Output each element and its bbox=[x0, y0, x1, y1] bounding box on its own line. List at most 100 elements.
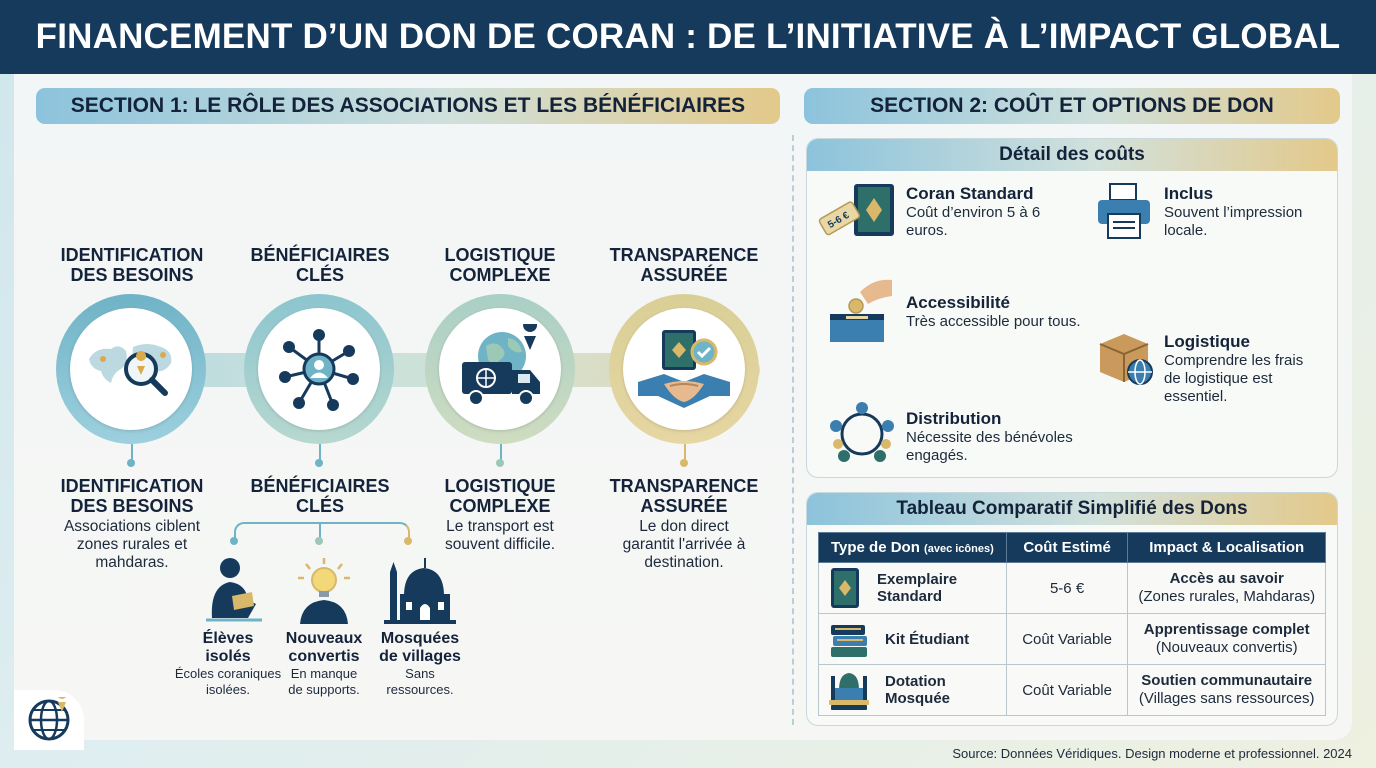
step4-bottom-title-line1: TRANSPARENCE bbox=[609, 476, 759, 496]
beneficiary1-desc: Écoles coraniques isolées. bbox=[168, 666, 288, 698]
beneficiary1-desc-line2: isolées. bbox=[205, 682, 251, 697]
section1-header-text: SECTION 1: LE RÔLE DES ASSOCIATIONS ET L… bbox=[70, 94, 746, 117]
beneficiary1-desc-line1: Écoles coraniques bbox=[174, 666, 282, 681]
table-row: Kit Étudiant Coût Variable Apprentissage… bbox=[818, 613, 1326, 665]
beneficiary3-title-line1: Mosquées bbox=[380, 630, 460, 647]
beneficiary2-title-line1: Nouveaux bbox=[285, 630, 363, 647]
step3-top-title: LOGISTIQUE COMPLEXE bbox=[400, 245, 600, 285]
step2-bottom-title: BÉNÉFICIAIRES CLÉS bbox=[220, 476, 420, 516]
village-mosque-icon bbox=[382, 556, 458, 626]
network-people-icon bbox=[258, 308, 380, 430]
row3-type-line2: Mosquée bbox=[885, 690, 951, 707]
step1-desc: Associations ciblent zones rurales et ma… bbox=[32, 518, 232, 572]
cost-item-distribution: Distribution Nécessite des bénévoles eng… bbox=[906, 409, 1106, 465]
cost-item-coran-standard: Coran Standard Coût d’environ 5 à 6 euro… bbox=[906, 184, 1086, 240]
branch-dot-center bbox=[315, 537, 323, 545]
row1-impact-title: Accès au savoir bbox=[1169, 570, 1284, 587]
section2-header: SECTION 2: COÛT ET OPTIONS DE DON bbox=[804, 88, 1340, 124]
step2-ring bbox=[244, 294, 394, 444]
row2-impact-note: (Nouveaux convertis) bbox=[1155, 639, 1298, 656]
step4-desc-line3: destination. bbox=[644, 554, 724, 571]
cost-item-inclus-title: Inclus bbox=[1164, 184, 1214, 203]
cost-item-accessibilite-desc: Très accessible pour tous. bbox=[906, 313, 1081, 330]
beneficiary2-desc-line2: de supports. bbox=[288, 682, 360, 697]
beneficiaries-branch bbox=[234, 522, 410, 540]
column-header-type-note: (avec icônes) bbox=[924, 543, 994, 555]
row2-type-cell: Kit Étudiant bbox=[818, 613, 1007, 665]
row3-impact-title: Soutien communautaire bbox=[1141, 672, 1313, 689]
step2-dot bbox=[315, 459, 323, 467]
step1-desc-line3: mahdaras. bbox=[95, 554, 169, 571]
mosque-books-icon bbox=[829, 673, 869, 710]
cost-item-coran-title: Coran Standard bbox=[906, 184, 1034, 203]
table-row: Exemplaire Standard 5-6 € Accès au savoi… bbox=[818, 562, 1326, 614]
step1-top-title-line1: IDENTIFICATION bbox=[60, 245, 204, 265]
cost-item-distribution-title: Distribution bbox=[906, 409, 1002, 428]
step3-dot bbox=[496, 459, 504, 467]
stacked-books-icon bbox=[831, 625, 867, 657]
row3-type-line1: Dotation bbox=[885, 673, 946, 690]
section2-header-text: SECTION 2: COÛT ET OPTIONS DE DON bbox=[870, 94, 1274, 117]
step4-ring bbox=[609, 294, 759, 444]
cost-item-inclus: Inclus Souvent l’impression locale. bbox=[1164, 184, 1334, 240]
page-title-text: FINANCEMENT D’UN DON DE CORAN : DE L’INI… bbox=[35, 17, 1341, 56]
row2-type-line1: Kit Étudiant bbox=[885, 630, 970, 648]
row3-cost-cell: Coût Variable bbox=[1005, 664, 1129, 716]
step1-top-title: IDENTIFICATION DES BESOINS bbox=[32, 245, 232, 285]
row1-type-cell: Exemplaire Standard bbox=[818, 562, 1007, 614]
beneficiary3-title: Mosquées de villages bbox=[370, 630, 470, 666]
beneficiary3-desc-line2: ressources. bbox=[386, 682, 454, 697]
step2-top-title-line1: BÉNÉFICIAIRES bbox=[250, 245, 390, 265]
cost-item-logistique-desc-line2: de logistique est bbox=[1164, 370, 1273, 387]
quran-price-tag-icon: 5-6 € bbox=[816, 182, 896, 242]
step3-bottom-title-line1: LOGISTIQUE bbox=[444, 476, 556, 496]
package-globe-icon bbox=[1096, 330, 1156, 386]
row1-type-line2: Standard bbox=[877, 588, 943, 605]
row2-impact-cell: Apprentissage complet (Nouveaux converti… bbox=[1127, 613, 1326, 665]
step4-dot bbox=[680, 459, 688, 467]
beneficiary3-desc-line1: Sans bbox=[405, 666, 435, 681]
step4-bottom-title: TRANSPARENCE ASSURÉE bbox=[584, 476, 784, 516]
column-header-type: Type de Don (avec icônes) bbox=[818, 532, 1007, 563]
step1-desc-line1: Associations ciblent bbox=[63, 518, 201, 535]
step3-desc-line2: souvent difficile. bbox=[445, 536, 555, 553]
cost-item-accessibilite-title: Accessibilité bbox=[906, 293, 1010, 312]
beneficiary2-title-line2: convertis bbox=[288, 648, 360, 665]
costs-card: Détail des coûts bbox=[806, 138, 1338, 478]
cost-item-logistique-desc-line1: Comprendre les frais bbox=[1164, 352, 1304, 369]
beneficiary2-desc-line1: En manque bbox=[290, 666, 358, 681]
step3-stem bbox=[500, 444, 502, 460]
cost-item-inclus-desc-line2: locale. bbox=[1164, 222, 1208, 239]
row1-impact-note: (Zones rurales, Mahdaras) bbox=[1138, 588, 1316, 605]
cost-item-accessibilite: Accessibilité Très accessible pour tous. bbox=[906, 293, 1106, 331]
step3-bottom-title: LOGISTIQUE COMPLEXE bbox=[400, 476, 600, 516]
row3-impact-note: (Villages sans ressources) bbox=[1138, 690, 1315, 707]
footer-source: Source: Données Véridiques. Design moder… bbox=[952, 746, 1352, 761]
cost-item-coran-desc-line2: euros. bbox=[906, 222, 948, 239]
column-header-cost-text: Coût Estimé bbox=[1023, 539, 1111, 556]
step2-stem bbox=[319, 444, 321, 460]
step1-dot bbox=[127, 459, 135, 467]
step4-top-title-line2: ASSURÉE bbox=[640, 265, 728, 285]
row1-type-line1: Exemplaire bbox=[877, 571, 958, 588]
row2-cost-cell: Coût Variable bbox=[1005, 613, 1129, 665]
row1-impact-cell: Accès au savoir (Zones rurales, Mahdaras… bbox=[1127, 562, 1326, 614]
step4-stem bbox=[684, 444, 686, 460]
beneficiary2-desc: En manque de supports. bbox=[274, 666, 374, 698]
row3-type-cell: Dotation Mosquée bbox=[818, 664, 1007, 716]
beneficiaries-stem bbox=[319, 522, 321, 538]
costs-card-header: Détail des coûts bbox=[807, 139, 1337, 171]
column-header-impact-text: Impact & Localisation bbox=[1149, 539, 1305, 556]
costs-card-header-text: Détail des coûts bbox=[999, 144, 1145, 165]
step3-top-title-line1: LOGISTIQUE bbox=[444, 245, 556, 265]
cost-item-inclus-desc-line1: Souvent l’impression bbox=[1164, 204, 1303, 221]
step1-stem bbox=[131, 444, 133, 460]
step3-ring bbox=[425, 294, 575, 444]
step3-desc-line1: Le transport est bbox=[446, 518, 554, 535]
step2-top-title-line2: CLÉS bbox=[295, 265, 344, 285]
step1-bottom-title: IDENTIFICATION DES BESOINS bbox=[32, 476, 232, 516]
cost-item-logistique-title: Logistique bbox=[1164, 332, 1250, 351]
section1-header: SECTION 1: LE RÔLE DES ASSOCIATIONS ET L… bbox=[36, 88, 780, 124]
delivery-truck-globe-icon bbox=[439, 308, 561, 430]
table-row: Dotation Mosquée Coût Variable Soutien c… bbox=[818, 664, 1326, 716]
